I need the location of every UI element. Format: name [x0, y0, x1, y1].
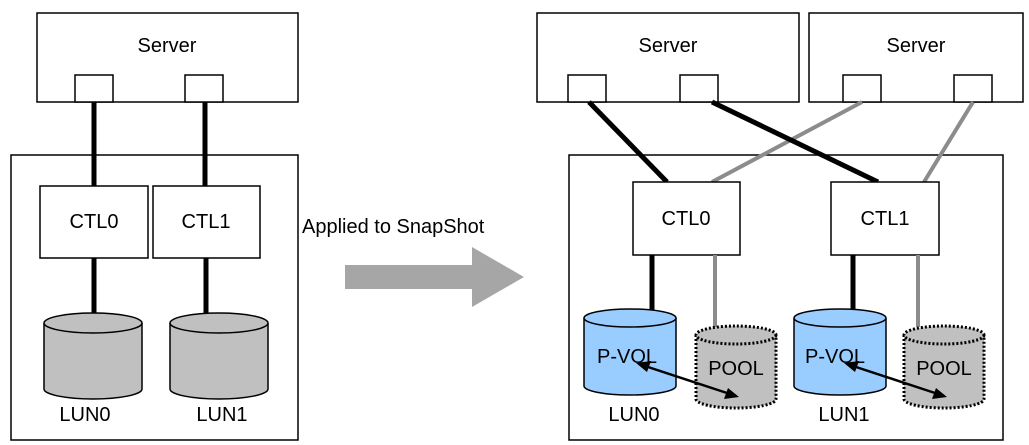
- left-lun1-label: LUN1: [196, 404, 247, 426]
- applied-to-snapshot-label: Applied to SnapShot: [302, 216, 485, 238]
- right-ctl0-box: [632, 181, 741, 256]
- right-pvol0-pool0-double-arrow: [636, 361, 739, 399]
- right-link-servera-ctl0: [587, 100, 669, 184]
- transition-arrow: [345, 247, 524, 307]
- left-lun0-cylinder: [43, 312, 143, 400]
- left-ctl0-box: [39, 185, 149, 259]
- right-server-a-label: Server: [639, 35, 698, 57]
- right-ctl1-label: CTL1: [861, 208, 910, 230]
- left-ctl1-box: [152, 185, 261, 259]
- right-server-b-port-0: [842, 74, 882, 103]
- left-server-label: Server: [138, 35, 197, 57]
- right-server-a-port-1: [679, 74, 719, 103]
- right-pvol1-pool1-double-arrow: [844, 361, 947, 399]
- right-lun1-label: LUN1: [818, 404, 869, 426]
- transition: Applied to SnapShot: [302, 216, 524, 307]
- left-ctl1-label: CTL1: [182, 211, 231, 233]
- right-server-a-box: [536, 12, 800, 103]
- left-server-port-0: [74, 74, 114, 103]
- right-link-serverb-ctl1: [922, 100, 975, 184]
- right-pvol0-cylinder: [583, 308, 677, 396]
- right-configuration: Server Server CTL0 CTL1 P-VOL: [536, 12, 1024, 441]
- right-link-servera-ctl1: [710, 99, 880, 185]
- right-ctl0-label: CTL0: [662, 208, 711, 230]
- left-server-port-1: [184, 74, 224, 103]
- right-ctl1-box: [830, 181, 940, 256]
- right-server-b-label: Server: [887, 35, 946, 57]
- right-lun0-label: LUN0: [608, 404, 659, 426]
- right-pool1-label: POOL: [916, 358, 972, 380]
- left-lun0-label: LUN0: [59, 404, 110, 426]
- right-pool0-label: POOL: [708, 358, 764, 380]
- right-link-serverb-ctl0: [711, 100, 863, 184]
- right-server-b-port-1: [953, 74, 993, 103]
- left-configuration: Server CTL0 CTL1 LUN0 LUN1: [10, 12, 299, 441]
- left-lun1-cylinder: [169, 312, 269, 400]
- right-pvol1-cylinder: [793, 308, 887, 396]
- right-server-a-port-0: [567, 74, 607, 103]
- left-ctl0-label: CTL0: [70, 211, 119, 233]
